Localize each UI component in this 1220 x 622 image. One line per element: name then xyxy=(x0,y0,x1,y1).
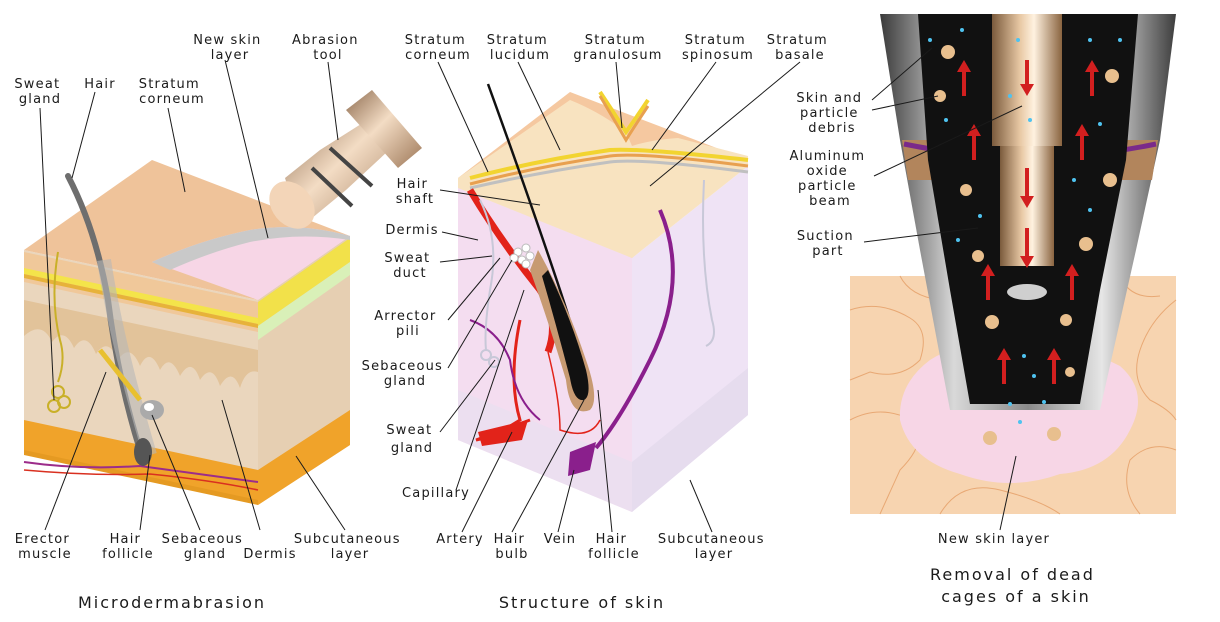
label-stratum-spinosum: Stratum spinosum xyxy=(682,33,754,63)
caption-removal: Removal of dead cages of a skin xyxy=(930,565,1102,606)
label-debris: Skin and particle debris xyxy=(796,91,867,136)
label-erector-muscle: Erector muscle xyxy=(15,532,76,562)
label-hair-follicle-1: Hair follicle xyxy=(102,532,154,562)
label-sebaceous-gland-2: Sebaceous gland xyxy=(362,359,449,389)
label-abrasion-tool: Abrasion tool xyxy=(292,33,364,63)
caption-structure: Structure of skin xyxy=(499,593,665,612)
label-hair-follicle-2: Hair follicle xyxy=(588,532,640,562)
label-subcutaneous-2: Subcutaneous layer xyxy=(658,532,770,562)
label-stratum-basale: Stratum basale xyxy=(767,33,833,63)
label-hair: Hair xyxy=(84,77,116,92)
label-new-skin-layer-1: New skin layer xyxy=(193,33,267,63)
label-vein: Vein xyxy=(544,532,577,547)
label-sebaceous-gland-1: Sebaceous gland xyxy=(162,532,249,562)
label-sweat-gland-2: Sweat gland xyxy=(386,423,437,456)
abrasion-tool xyxy=(269,90,422,229)
microdermabrasion-leaders xyxy=(39,59,346,531)
label-hair-shaft: Hair shaft xyxy=(396,177,434,207)
label-suction: Suction part xyxy=(797,229,859,259)
caption-microdermabrasion: Microdermabrasion xyxy=(78,593,266,612)
structure-illustration xyxy=(458,83,749,512)
label-capillary: Capillary xyxy=(402,486,470,501)
label-arrector-pili: Arrector pili xyxy=(374,309,442,339)
label-stratum-corneum-2: Stratum corneum xyxy=(405,33,471,63)
label-beam: Aluminum oxide particle beam xyxy=(789,149,870,209)
label-sweat-gland: Sweat gland xyxy=(14,77,65,107)
label-hair-bulb: Hair bulb xyxy=(494,532,531,562)
removal-illustration xyxy=(849,14,1177,515)
label-stratum-granulosum: Stratum granulosum xyxy=(573,33,662,63)
label-new-skin-layer-3: New skin layer xyxy=(938,532,1050,547)
label-artery: Artery xyxy=(436,532,484,547)
removal-leaders xyxy=(863,47,1023,531)
label-stratum-corneum-1: Stratum corneum xyxy=(139,77,205,107)
label-subcutaneous-1: Subcutaneous layer xyxy=(294,532,406,562)
label-sweat-duct: Sweat duct xyxy=(384,251,435,281)
microdermabrasion-illustration xyxy=(23,90,422,505)
structure-leaders xyxy=(437,61,801,533)
label-stratum-lucidum: Stratum lucidum xyxy=(487,33,553,63)
label-dermis-2: Dermis xyxy=(385,223,438,238)
label-dermis-1: Dermis xyxy=(243,547,296,562)
